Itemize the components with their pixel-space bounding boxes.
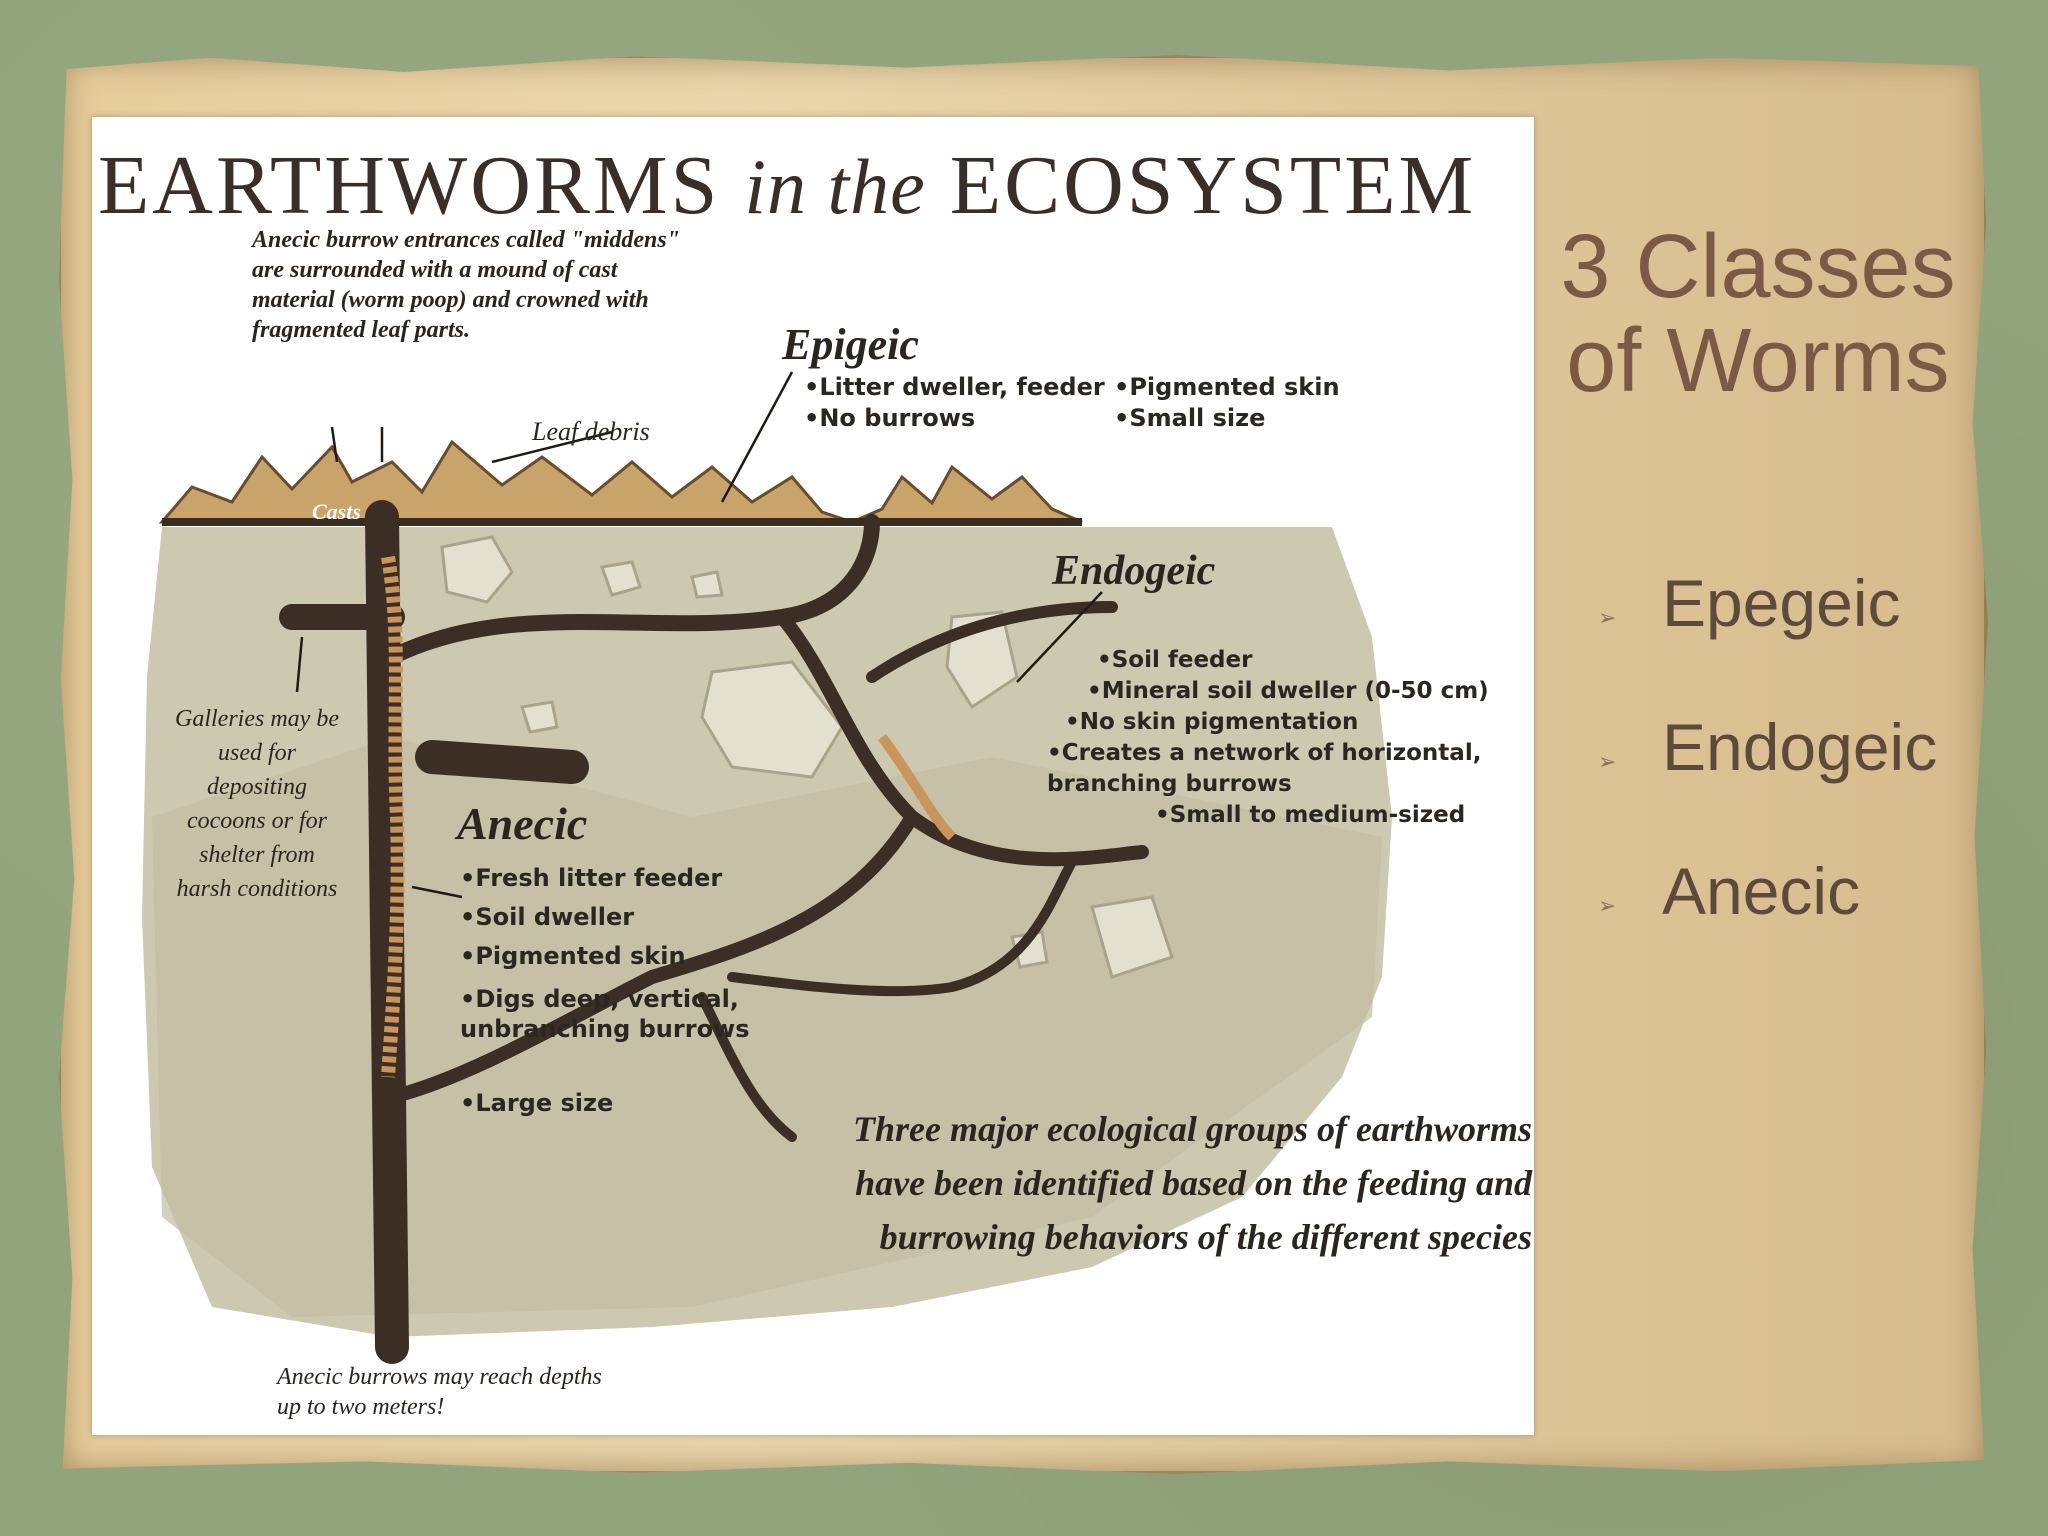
worm-class-label: Anecic xyxy=(1662,854,1861,928)
endogeic-bullets: Soil feeder Mineral soil dweller (0-50 c… xyxy=(1047,645,1497,831)
epigeic-bullet: Litter dweller, feeder xyxy=(804,372,1104,403)
title-earthworms: EARTHWORMS xyxy=(98,139,721,232)
worm-class-label: Endogeic xyxy=(1662,710,1938,784)
leaf-debris-label: Leaf debris xyxy=(532,417,650,446)
anecic-label: Anecic xyxy=(457,798,588,849)
leaf-litter xyxy=(158,439,1083,524)
diagram-title: EARTHWORMS in the ECOSYSTEM xyxy=(98,137,1538,234)
middens-note: Anecic burrow entrances called "middens"… xyxy=(252,227,680,343)
chevron-arrow-icon: ➢ xyxy=(1598,749,1617,774)
earthworm-diagram: EARTHWORMS in the ECOSYSTEM Anecic burro… xyxy=(92,117,1534,1435)
endogeic-bullet: Small to medium-sized xyxy=(1155,800,1497,831)
burrows xyxy=(279,500,1149,1364)
anecic-bullet: Large size xyxy=(460,1084,760,1123)
depth-note: Anecic burrows may reach depths up to tw… xyxy=(277,1364,602,1420)
endogeic-label: Endogeic xyxy=(1052,548,1216,594)
endogeic-bullet: Mineral soil dweller (0-50 cm) xyxy=(1087,676,1497,707)
epigeic-bullets-left: Litter dweller, feeder No burrows xyxy=(804,372,1105,434)
worm-class-label: Epegeic xyxy=(1662,566,1901,640)
endogeic-bullet: Soil feeder xyxy=(1097,645,1497,676)
endogeic-worm xyxy=(877,734,956,841)
anecic-bullet: Pigmented skin xyxy=(460,937,760,976)
anecic-bullet: Soil dweller xyxy=(460,898,760,937)
pointer-arrows xyxy=(295,371,1103,899)
anecic-bullets: Fresh litter feeder Soil dweller Pigment… xyxy=(460,859,760,1123)
epigeic-bullet: Pigmented skin xyxy=(1114,372,1339,403)
endogeic-bullet: No skin pigmentation xyxy=(1065,707,1497,738)
anecic-worm xyxy=(381,555,405,1078)
epigeic-label: Epigeic xyxy=(782,320,919,369)
slide-title: 3 Classes of Worms xyxy=(1560,217,1956,411)
epigeic-bullet: No burrows xyxy=(804,403,1105,434)
casts-label: Casts xyxy=(312,499,361,524)
galleries-note: Galleries may be used for depositing coc… xyxy=(175,706,339,902)
title-in-the: in the xyxy=(744,143,926,230)
title-ecosystem: ECOSYSTEM xyxy=(949,139,1477,232)
caption-text: Three major ecological groups of earthwo… xyxy=(852,1109,1532,1257)
chevron-arrow-icon: ➢ xyxy=(1598,605,1617,630)
anecic-bullet: Fresh litter feeder xyxy=(460,859,760,898)
anecic-bullet: Digs deep, vertical, unbranching burrows xyxy=(460,984,760,1044)
epigeic-bullets-right: Pigmented skin Small size xyxy=(1114,372,1340,434)
endogeic-bullet: Creates a network of horizontal, branchi… xyxy=(1047,738,1497,800)
chevron-arrow-icon: ➢ xyxy=(1598,893,1617,918)
epigeic-bullet: Small size xyxy=(1114,403,1340,434)
